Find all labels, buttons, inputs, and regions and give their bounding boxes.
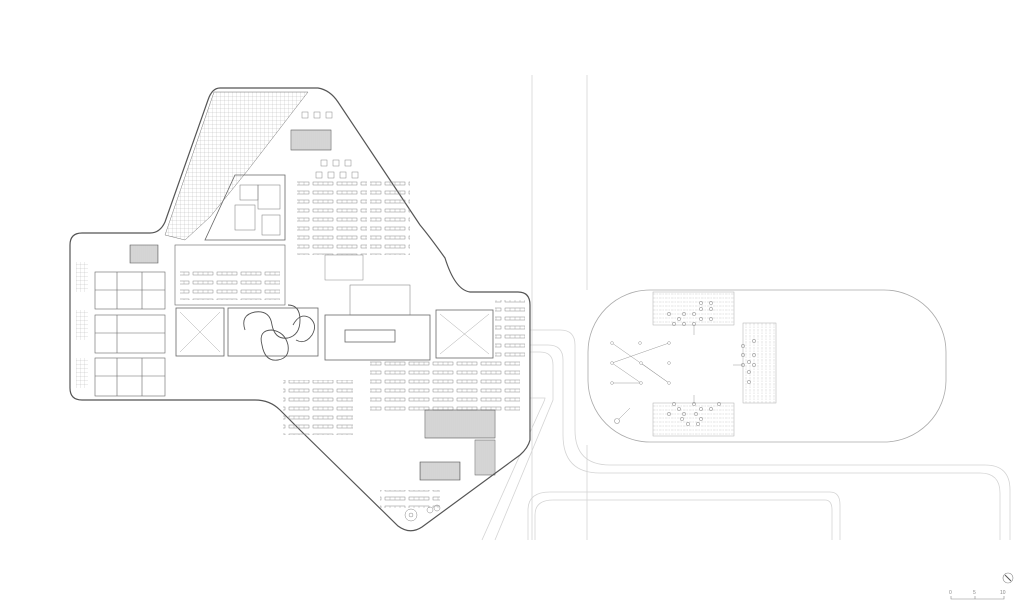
north-stair [290, 129, 332, 151]
east-stair [424, 409, 496, 439]
south-lounge-decor [404, 504, 441, 522]
south-stair [419, 461, 461, 481]
plaza [587, 289, 947, 443]
spiral-stairs [243, 304, 315, 361]
east-desk-rows [370, 360, 520, 415]
north-arrow-icon [1002, 572, 1014, 584]
scale-tick-10: 10 [1000, 590, 1006, 596]
central-atrium [175, 307, 494, 361]
scale-tick-0: 0 [949, 590, 952, 596]
site-roads [481, 75, 1011, 541]
north-desk-rows [297, 180, 367, 255]
west-offices [94, 244, 166, 397]
scale-bar [950, 596, 1005, 600]
building [69, 87, 531, 532]
scale-tick-5: 5 [973, 590, 976, 596]
